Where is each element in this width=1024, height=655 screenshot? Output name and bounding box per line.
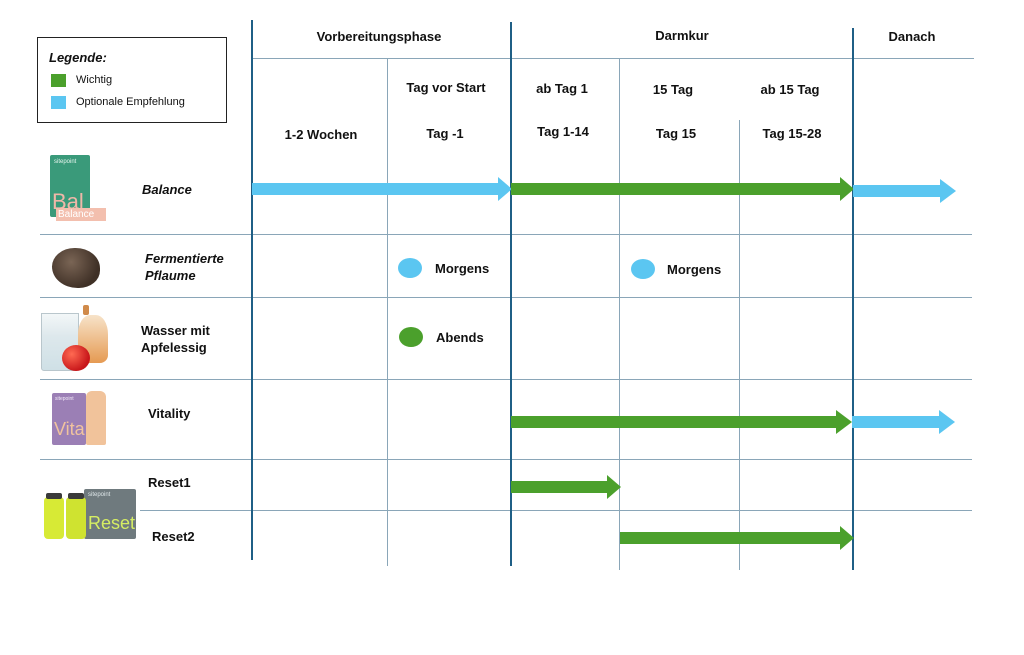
legend-swatch-optional <box>51 96 66 109</box>
column-header-bottom: Tag 15 <box>655 126 697 141</box>
column-header-top: ab Tag 1 <box>536 81 588 96</box>
phase-header-prep: Vorbereitungsphase <box>316 29 442 44</box>
legend-label-optional: Optionale Empfehlung <box>76 96 185 108</box>
vitality-after-arrow <box>852 410 955 434</box>
row-divider-line <box>40 459 972 460</box>
row-divider-line <box>40 297 972 298</box>
column-header-top: ab 15 Tag <box>760 82 820 97</box>
column-divider-line <box>739 120 740 570</box>
column-header-top: 15 Tag <box>652 82 694 97</box>
plum-prep-dot <box>398 258 422 278</box>
column-header-bottom: 1-2 Wochen <box>284 127 358 142</box>
column-header-top: Tag vor Start <box>406 80 486 95</box>
plum-cure-dot-label: Morgens <box>667 262 722 277</box>
plum-cure-dot <box>631 259 655 279</box>
phase-divider-line <box>251 20 253 560</box>
balance-after-arrow <box>853 179 956 203</box>
reset-product-image: sitepoint Reset <box>38 487 138 543</box>
vitality-product-image: sitepoint Vita <box>40 389 114 447</box>
vitality-important-arrow <box>511 410 852 434</box>
row-label-vitality: Vitality <box>148 406 191 421</box>
balance-important-arrow <box>511 177 854 201</box>
row-label-water: Wasser mit Apfelessig <box>141 323 210 355</box>
column-divider-line <box>619 58 620 570</box>
plum-image <box>52 248 100 288</box>
phase-header-after: Danach <box>888 29 936 44</box>
legend-swatch-important <box>51 74 66 87</box>
water-vinegar-image <box>38 305 114 375</box>
column-header-bottom: Tag -1 <box>426 126 464 141</box>
water-prep-dot <box>399 327 423 347</box>
legend-title: Legende: <box>49 50 107 65</box>
header-divider-line <box>252 58 974 59</box>
column-header-bottom: Tag 1-14 <box>537 124 589 139</box>
column-header-bottom: Tag 15-28 <box>762 126 822 141</box>
reset1-arrow <box>511 475 621 499</box>
row-label-balance: Balance <box>142 182 192 197</box>
row-label-reset1: Reset1 <box>148 475 191 490</box>
phase-header-cure: Darmkur <box>655 28 709 43</box>
row-divider-line <box>40 379 972 380</box>
water-prep-dot-label: Abends <box>436 330 484 345</box>
row-divider-line <box>40 234 972 235</box>
row-divider-line <box>140 510 972 511</box>
phase-divider-line <box>510 22 512 566</box>
phase-divider-line <box>852 28 854 570</box>
legend-label-important: Wichtig <box>76 74 113 86</box>
row-label-reset2: Reset2 <box>152 529 195 544</box>
column-divider-line <box>387 58 388 566</box>
balance-product-image: sitepoint Bal Balance <box>34 155 108 223</box>
row-label-plum: Fermentierte Pflaume <box>145 251 224 283</box>
reset2-arrow <box>620 526 854 550</box>
plum-prep-dot-label: Morgens <box>435 261 490 276</box>
balance-optional-arrow <box>252 177 512 201</box>
legend-box: Legende: Wichtig Optionale Empfehlung <box>37 37 227 123</box>
